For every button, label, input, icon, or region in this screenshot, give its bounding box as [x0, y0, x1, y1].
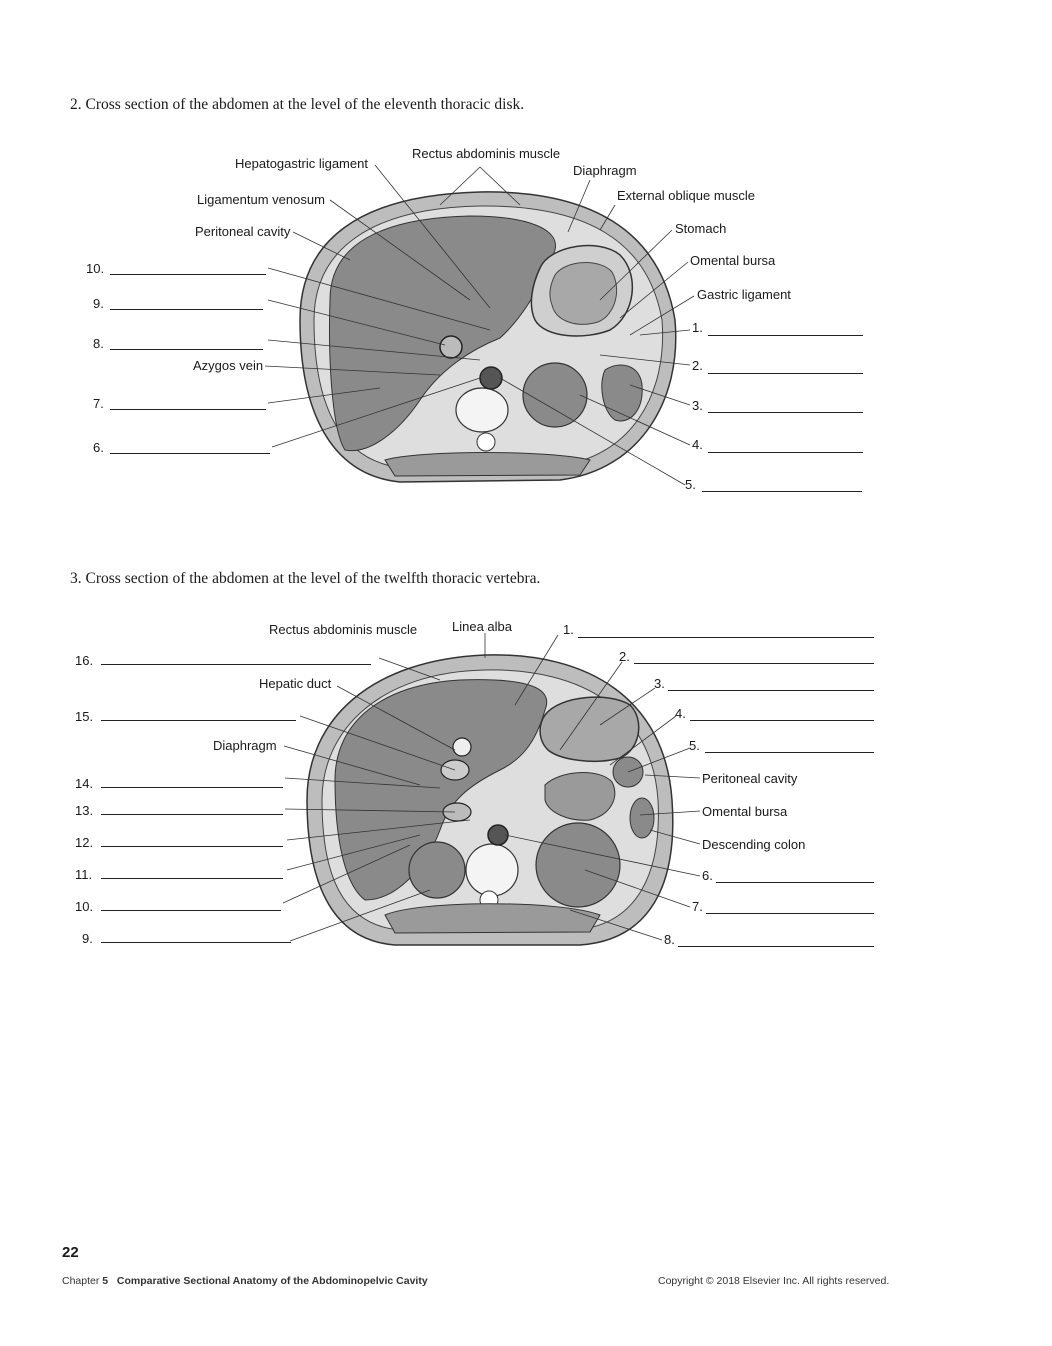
q3-right-number-5: 5.	[689, 738, 700, 753]
q3-answer-blank-15[interactable]	[101, 720, 296, 721]
label-rectus-abdominis-2: Rectus abdominis muscle	[269, 622, 418, 637]
label-external-oblique: External oblique muscle	[617, 188, 756, 203]
q3-left-number-12: 12.	[75, 835, 94, 850]
q2-right-number-2: 2.	[692, 358, 703, 373]
footer-copyright: Copyright © 2018 Elsevier Inc. All right…	[658, 1275, 890, 1287]
footer-chapter-title: Comparative Sectional Anatomy of the Abd…	[116, 1275, 428, 1287]
q2-right-number-4: 4.	[692, 437, 703, 452]
q2-right-number-3: 3.	[692, 398, 703, 413]
label-descending-colon: Descending colon	[702, 837, 806, 852]
q3-answer-blank-1[interactable]	[578, 637, 874, 638]
q3-answer-blank-3[interactable]	[668, 690, 874, 691]
label-stomach: Stomach	[675, 221, 727, 236]
q3-left-number-14: 14.	[75, 776, 94, 791]
label-omental-bursa: Omental bursa	[690, 253, 776, 268]
q3-right-number-4: 4.	[675, 706, 686, 721]
q3-answer-blank-6[interactable]	[716, 882, 874, 883]
q3-answer-blank-7[interactable]	[706, 913, 874, 914]
label-gastric-ligament: Gastric ligament	[697, 287, 791, 302]
q3-left-number-15: 15.	[75, 709, 94, 724]
q3-answer-blank-13[interactable]	[101, 814, 283, 815]
label-peritoneal-cavity: Peritoneal cavity	[195, 224, 291, 239]
q2-answer-blank-8[interactable]	[110, 349, 263, 350]
q3-answer-blank-14[interactable]	[101, 787, 283, 788]
q3-answer-blank-2[interactable]	[634, 663, 874, 664]
q3-right-number-3: 3.	[654, 676, 665, 691]
q3-answer-blank-4[interactable]	[690, 720, 874, 721]
q3-answer-blank-11[interactable]	[101, 878, 283, 879]
page-number: 22	[62, 1244, 79, 1261]
q3-left-number-9: 9.	[82, 931, 93, 946]
t11-cross-section-illustration	[264, 164, 695, 486]
q2-left-number-7: 7.	[93, 396, 104, 411]
q2-answer-blank-7[interactable]	[110, 409, 266, 410]
t12-cross-section-illustration	[282, 633, 701, 946]
q2-right-number-1: 1.	[692, 320, 703, 335]
q2-answer-blank-4[interactable]	[708, 452, 863, 453]
q3-right-number-1: 1.	[563, 622, 574, 637]
q3-left-number-13: 13.	[75, 803, 94, 818]
q2-answer-blank-10[interactable]	[110, 274, 266, 275]
q3-left-number-16: 16.	[75, 653, 94, 668]
footer-chapter-prefix: Chapter	[62, 1275, 100, 1287]
label-hepatic-duct: Hepatic duct	[259, 676, 332, 691]
q3-answer-blank-9[interactable]	[101, 942, 291, 943]
q2-answer-blank-2[interactable]	[708, 373, 863, 374]
figure-t11-cross-section: Hepatogastric ligament Rectus abdominis …	[0, 0, 1052, 520]
label-omental-bursa-2: Omental bursa	[702, 804, 788, 819]
footer-chapter-number: 5	[102, 1275, 109, 1287]
q2-right-number-5: 5.	[685, 477, 696, 492]
q2-left-number-6: 6.	[93, 440, 104, 455]
q2-answer-blank-9[interactable]	[110, 309, 263, 310]
label-linea-alba: Linea alba	[452, 619, 512, 634]
q3-answer-blank-10[interactable]	[101, 910, 281, 911]
q3-left-number-11: 11.	[75, 867, 93, 882]
question-2-title: 2. Cross section of the abdomen at the l…	[70, 96, 525, 113]
label-ligamentum-venosum: Ligamentum venosum	[197, 192, 325, 207]
q3-right-number-8: 8.	[664, 932, 675, 947]
q3-answer-blank-8[interactable]	[678, 946, 874, 947]
q2-left-number-9: 9.	[93, 296, 104, 311]
q3-answer-blank-16[interactable]	[101, 664, 371, 665]
label-hepatogastric-ligament: Hepatogastric ligament	[235, 156, 368, 171]
figure-t12-cross-section: Rectus abdominis muscle Linea alba Hepat…	[0, 600, 1052, 970]
q3-right-number-6: 6.	[702, 868, 713, 883]
q3-answer-blank-5[interactable]	[705, 752, 874, 753]
label-azygos-vein: Azygos vein	[193, 358, 264, 373]
q2-left-number-10: 10.	[86, 261, 105, 276]
label-rectus-abdominis: Rectus abdominis muscle	[412, 146, 561, 161]
q2-left-number-8: 8.	[93, 336, 104, 351]
q3-right-number-2: 2.	[619, 649, 630, 664]
label-peritoneal-cavity-2: Peritoneal cavity	[702, 771, 798, 786]
question-3-title: 3. Cross section of the abdomen at the l…	[70, 570, 541, 587]
q2-answer-blank-3[interactable]	[708, 412, 863, 413]
q2-answer-blank-5[interactable]	[702, 491, 862, 492]
q3-right-number-7: 7.	[692, 899, 703, 914]
q2-answer-blank-1[interactable]	[708, 335, 863, 336]
q3-left-number-10: 10.	[75, 899, 94, 914]
q3-answer-blank-12[interactable]	[101, 846, 283, 847]
label-diaphragm-2: Diaphragm	[213, 738, 277, 753]
label-diaphragm: Diaphragm	[573, 163, 637, 178]
footer-chapter: Chapter 5 Comparative Sectional Anatomy …	[62, 1275, 428, 1287]
q2-answer-blank-6[interactable]	[110, 453, 270, 454]
